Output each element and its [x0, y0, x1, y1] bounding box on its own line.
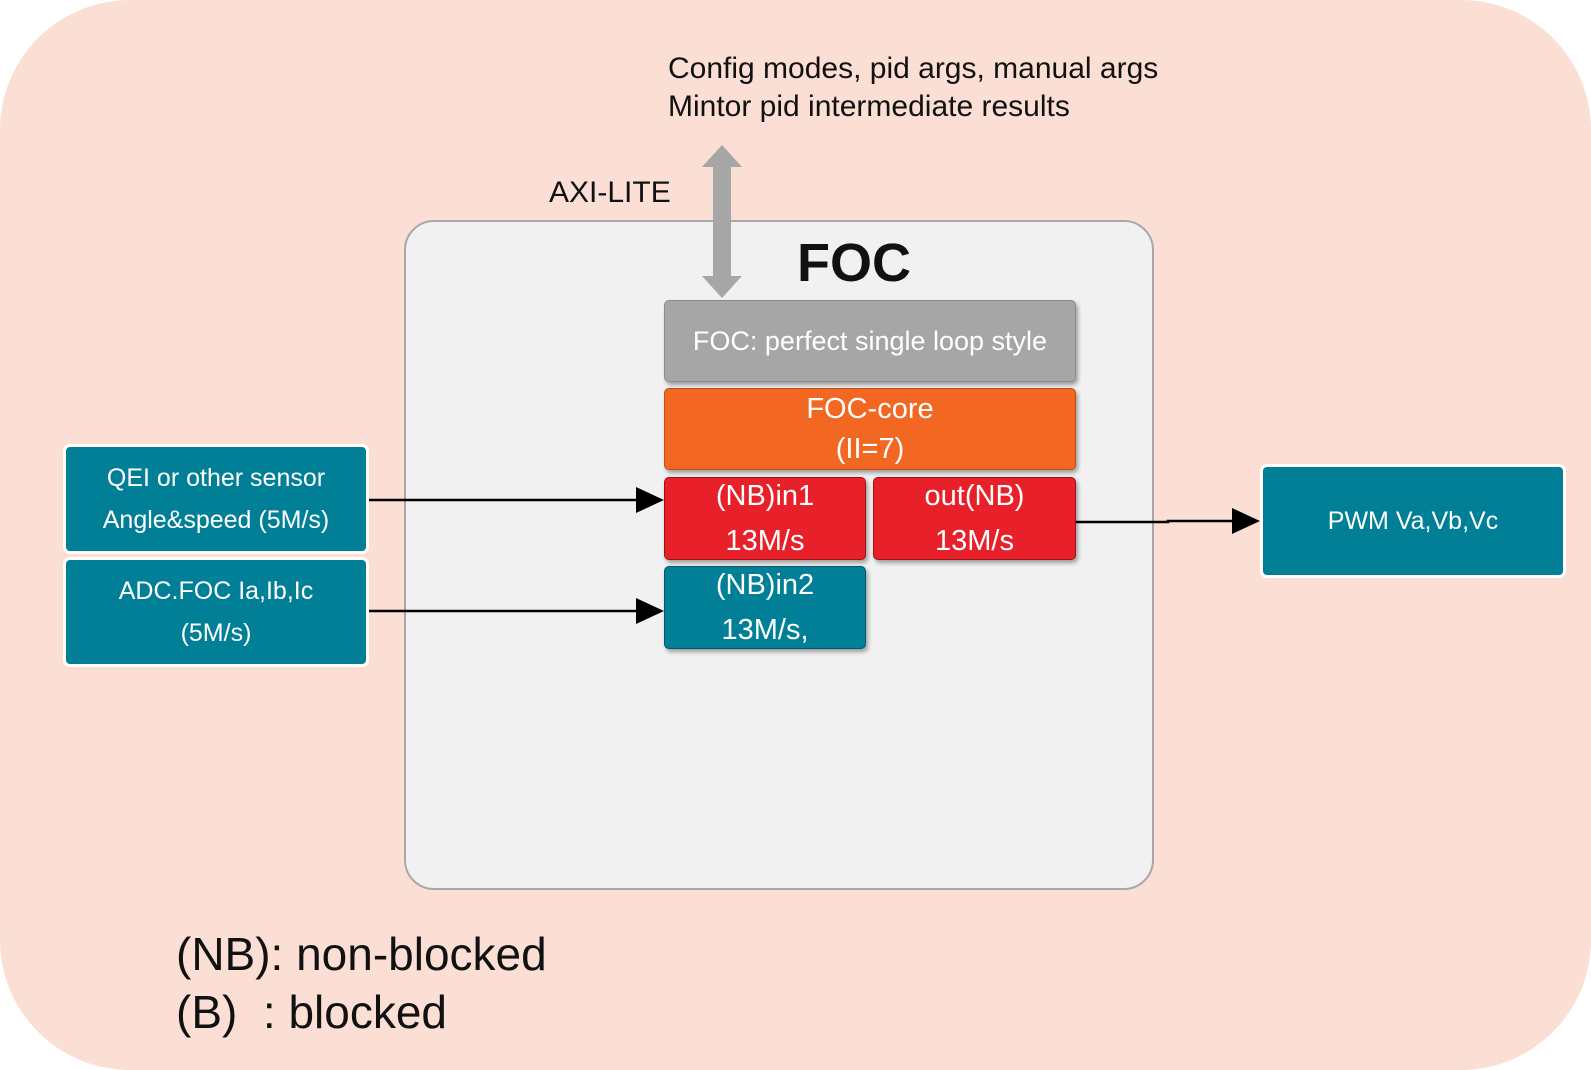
foc-core-block: FOC-core (II=7)	[664, 388, 1076, 470]
pwm-label: PWM Va,Vb,Vc	[1327, 507, 1499, 535]
axi-lite-label: AXI-LITE	[549, 176, 671, 209]
config-note-line2: Mintor pid intermediate results	[668, 90, 1070, 123]
foc-title: FOC	[797, 233, 911, 293]
sensor-line2: Angle&speed (5M/s)	[102, 506, 330, 534]
out-rate: 13M/s	[935, 524, 1014, 557]
adc-line1: ADC.FOC Ia,Ib,Ic	[118, 577, 314, 605]
sensor-to-in1-arrowhead	[636, 487, 664, 513]
sensor-input-block: QEI or other sensor Angle&speed (5M/s)	[63, 444, 369, 554]
adc-line2: (5M/s)	[180, 619, 252, 647]
legend: (NB): non-blocked (B) : blocked	[176, 925, 547, 1041]
sensor-line1: QEI or other sensor	[106, 464, 326, 492]
in2-label: (NB)in2	[715, 568, 815, 601]
axi-lite-double-arrow	[702, 145, 742, 298]
legend-non-blocked: (NB): non-blocked	[176, 928, 547, 980]
legend-blocked: (B) : blocked	[176, 986, 447, 1038]
in2-rate: 13M/s,	[721, 613, 809, 646]
foc-core-label: FOC-core	[806, 393, 934, 425]
in2-port: (NB)in2 13M/s,	[664, 566, 866, 649]
config-note-line1: Config modes, pid args, manual args	[668, 52, 1159, 85]
foc-core-ii: (II=7)	[835, 433, 905, 465]
pwm-output-block: PWM Va,Vb,Vc	[1260, 464, 1566, 578]
out-port: out(NB) 13M/s	[873, 477, 1076, 560]
out-to-pwm-arrowhead	[1232, 508, 1260, 534]
config-note: Config modes, pid args, manual args Mint…	[668, 50, 1158, 126]
in1-label: (NB)in1	[715, 479, 815, 512]
foc-style-label: FOC: perfect single loop style	[692, 325, 1048, 356]
out-label: out(NB)	[924, 479, 1025, 512]
adc-input-block: ADC.FOC Ia,Ib,Ic (5M/s)	[63, 557, 369, 667]
foc-style-block: FOC: perfect single loop style	[664, 300, 1076, 382]
out-to-pwm-line	[1076, 519, 1234, 524]
in1-port: (NB)in1 13M/s	[664, 477, 866, 560]
adc-to-in2-arrowhead	[636, 598, 664, 624]
in1-rate: 13M/s	[725, 524, 805, 557]
